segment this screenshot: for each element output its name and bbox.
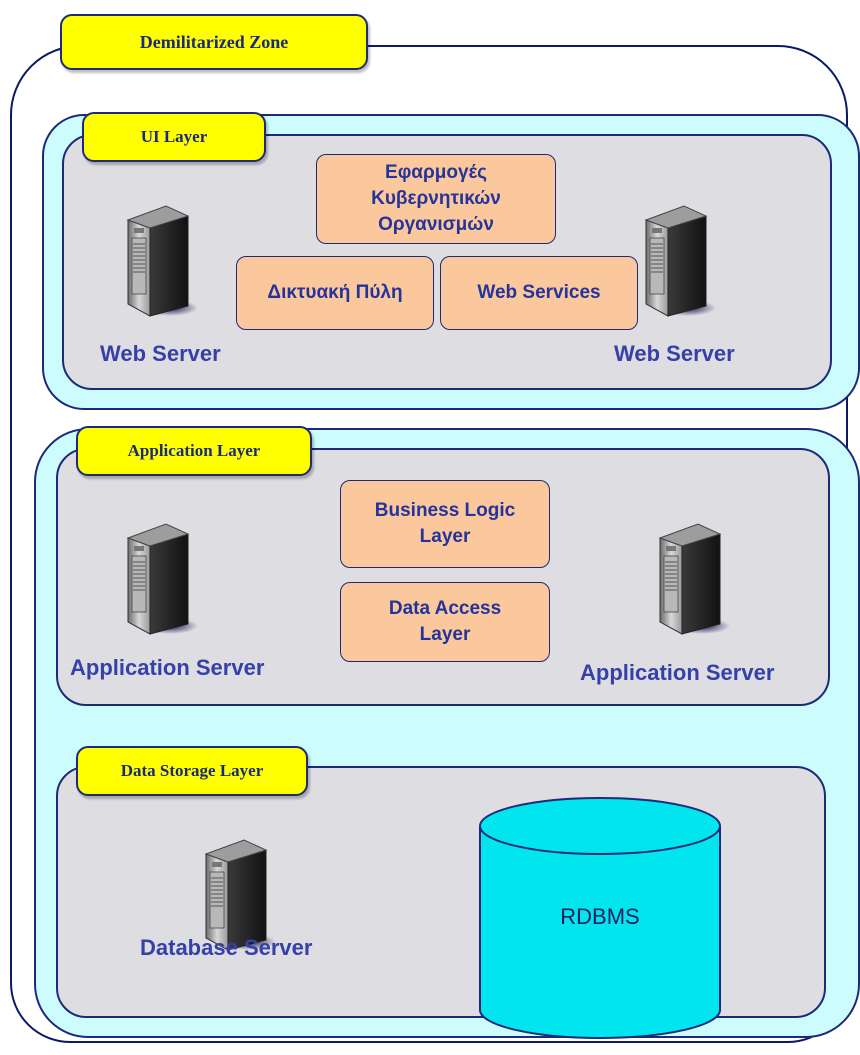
database-server-label: Database Server (140, 935, 313, 960)
application-layer-label: Application Layer (76, 426, 312, 476)
web-server-right-label: Web Server (614, 341, 735, 366)
database-server-icon (196, 832, 276, 952)
web-server-left-label: Web Server (100, 341, 221, 366)
application-server-right-icon (650, 516, 730, 636)
data-access-layer-box: Data Access Layer (340, 582, 550, 662)
business-logic-layer-box: Business Logic Layer (340, 480, 550, 568)
gov-apps-box: Εφαρμογές Κυβερνητικών Οργανισμών (316, 154, 556, 244)
rdbms-cylinder-icon (479, 797, 721, 1039)
dmz-label: Demilitarized Zone (60, 14, 368, 70)
application-server-left-label: Application Server (70, 655, 265, 680)
data-storage-layer-label: Data Storage Layer (76, 746, 308, 796)
application-server-left-icon (118, 516, 198, 636)
web-server-left-icon (118, 198, 198, 318)
application-server-right-label: Application Server (580, 660, 775, 685)
ui-layer-label: UI Layer (82, 112, 266, 162)
web-services-box: Web Services (440, 256, 638, 330)
web-portal-box: Δικτυακή Πύλη (236, 256, 434, 330)
web-server-right-icon (636, 198, 716, 318)
rdbms-label: RDBMS (560, 904, 640, 929)
